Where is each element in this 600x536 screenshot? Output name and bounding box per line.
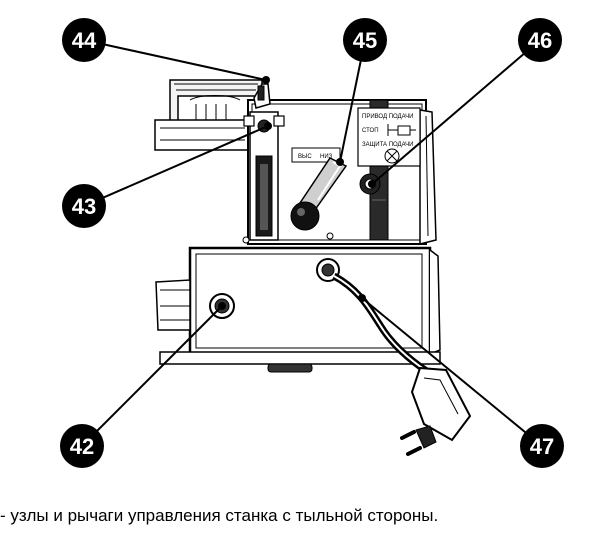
callout-42: 42 (60, 424, 104, 468)
callout-45-label: 45 (353, 28, 377, 53)
callout-44-label: 44 (72, 28, 97, 53)
callout-45: 45 (343, 18, 387, 62)
leader-lines (81, 39, 543, 447)
panel-label-line3: ЗАЩИТА ПОДАЧИ (362, 142, 413, 148)
speed-label-low: НИЗ (320, 154, 333, 160)
callout-43: 43 (62, 184, 106, 228)
control-panel-plate: ПРИВОД ПОДАЧИ СТОП ЗАЩИТА ПОДАЧИ (357, 107, 421, 167)
machine-diagram: ПРИВОД ПОДАЧИ СТОП ЗАЩИТА ПОДАЧИ ВЫС НИЗ (60, 18, 564, 468)
callout-44: 44 (62, 18, 106, 62)
callout-43-label: 43 (72, 194, 96, 219)
callout-47: 47 (520, 424, 564, 468)
speed-label-high: ВЫС (298, 154, 312, 160)
panel-label-line1: ПРИВОД ПОДАЧИ (362, 114, 413, 120)
screws (242, 232, 334, 244)
speed-label-plate: ВЫС НИЗ (291, 147, 341, 163)
spindle-housing (154, 79, 263, 151)
power-cord (316, 258, 472, 456)
vertical-slide (243, 111, 285, 241)
motor-housing (155, 246, 441, 373)
top-clamp-lever (253, 83, 271, 109)
figure-caption: - узлы и рычаги управления станка с тыль… (0, 506, 439, 525)
leader-dots (218, 76, 376, 310)
callout-42-label: 42 (70, 434, 94, 459)
callout-46: 46 (518, 18, 562, 62)
callout-46-label: 46 (528, 28, 552, 53)
callout-47-label: 47 (530, 434, 554, 459)
panel-label-line2: СТОП (362, 128, 379, 134)
